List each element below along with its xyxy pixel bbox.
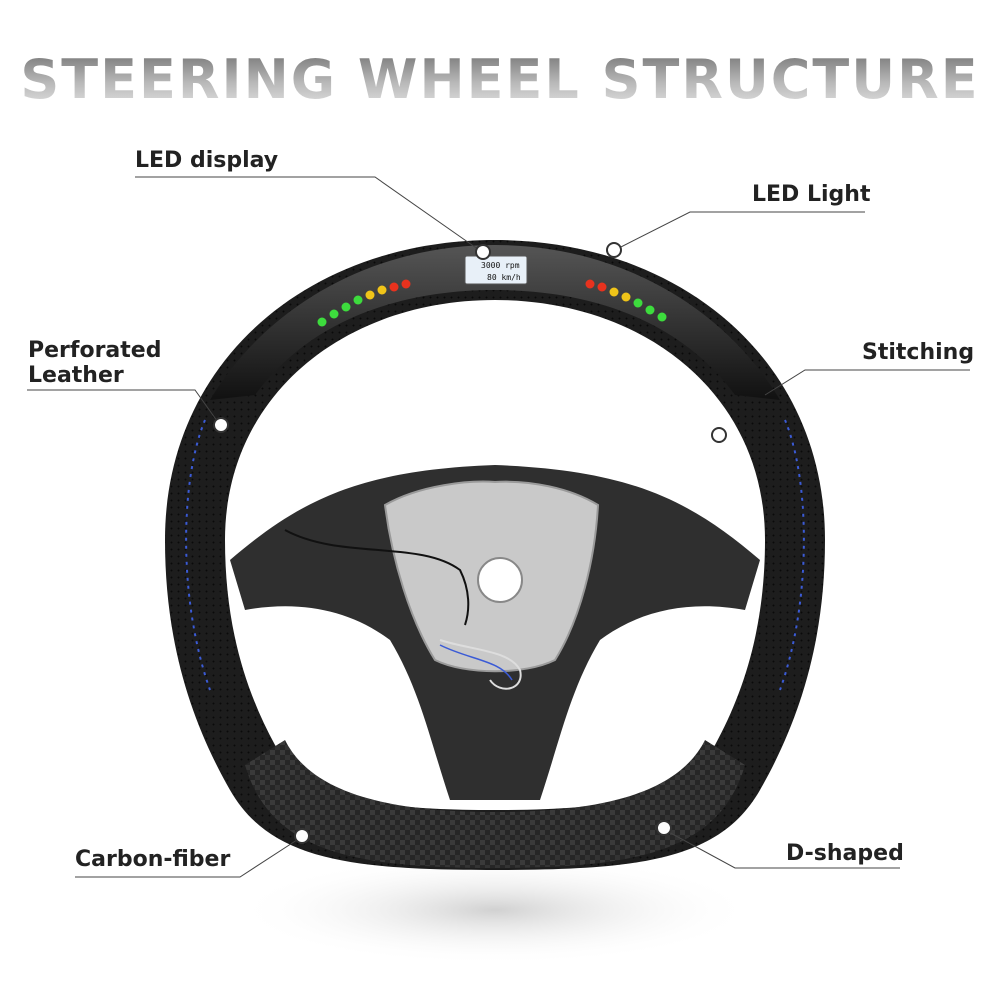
marker-perforated-leather xyxy=(213,417,229,433)
callout-led-display: LED display xyxy=(135,148,279,173)
marker-led-display xyxy=(475,244,491,260)
wiring xyxy=(439,639,522,690)
leader-stitching xyxy=(764,369,970,396)
carbon-bottom-section xyxy=(245,740,745,868)
leader-d-shaped xyxy=(664,829,900,869)
marker-stitching xyxy=(711,427,727,443)
led-lights-left xyxy=(317,279,411,327)
callout-perforated-leather: Perforated Leather xyxy=(28,338,161,388)
wiring xyxy=(284,529,470,626)
led-display-rpm: 3000 rpm xyxy=(481,261,520,270)
callout-carbon-fiber: Carbon-fiber xyxy=(75,847,231,872)
marker-led-light xyxy=(606,242,622,258)
callout-stitching: Stitching xyxy=(862,340,975,365)
leader-led-display xyxy=(135,176,483,253)
leader-perforated-leather xyxy=(27,389,221,426)
leader-led-light xyxy=(614,211,865,251)
callout-led-light: LED Light xyxy=(752,182,871,207)
led-lights-right xyxy=(585,279,667,322)
marker-d-shaped xyxy=(656,820,672,836)
floor-shadow xyxy=(235,855,755,965)
callout-perforated-leather-line-1: Perforated xyxy=(28,338,162,363)
callout-perforated-leather-line-2: Leather xyxy=(28,363,124,388)
callout-d-shaped: D-shaped xyxy=(786,841,904,866)
wiring xyxy=(439,644,513,681)
page-title: STEERING WHEEL STRUCTURE xyxy=(0,48,1000,111)
led-display-screen xyxy=(464,255,528,285)
led-display-speed: 80 km/h xyxy=(487,273,521,282)
carbon-top-section xyxy=(210,245,780,400)
marker-carbon-fiber xyxy=(294,828,310,844)
hub-center-hole xyxy=(477,557,523,603)
leader-carbon-fiber xyxy=(75,837,301,878)
